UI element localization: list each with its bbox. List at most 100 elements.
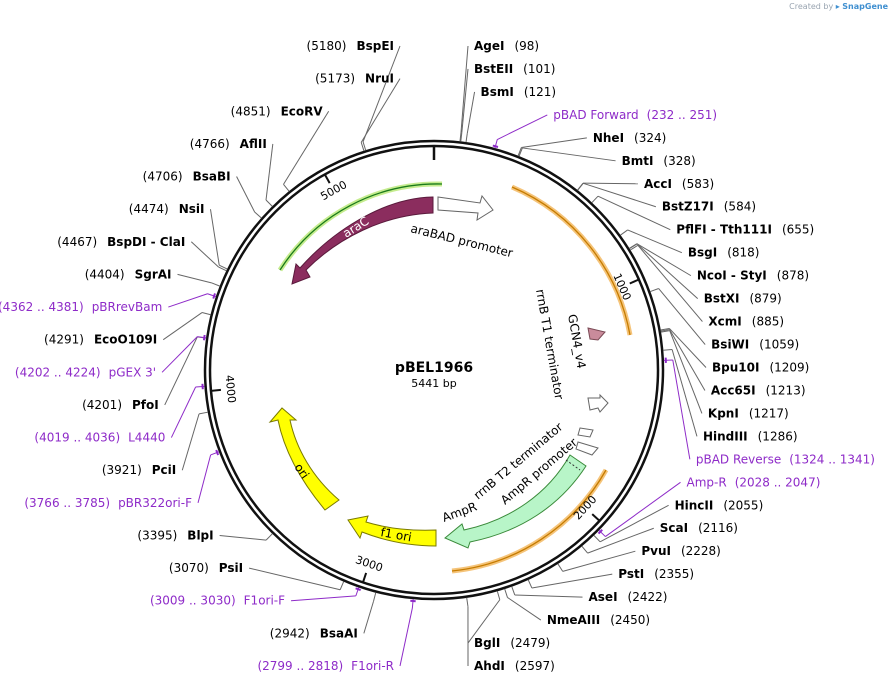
site-label: (4201)PfoI <box>82 398 159 412</box>
primer-mark <box>202 334 206 341</box>
site-name: AccI <box>644 177 672 191</box>
site-name: BspDI - ClaI <box>107 235 185 249</box>
site-label: AgeI(98) <box>474 39 539 53</box>
backbone-outer-ring <box>203 139 665 601</box>
leader-line <box>672 359 691 460</box>
leader-stub <box>265 199 273 207</box>
site-label: BsiWI(1059) <box>711 338 799 352</box>
primer-name: pBR322ori-F <box>118 496 192 510</box>
leader-line <box>466 91 476 134</box>
site-position: (2597) <box>515 659 555 673</box>
site-position: (2228) <box>681 544 721 558</box>
leader-line <box>531 573 613 589</box>
site-name: AgeI <box>474 39 504 53</box>
leader-line <box>362 45 401 142</box>
label-leader-lines <box>161 45 707 667</box>
leader-stub <box>360 142 365 152</box>
leader-stub <box>219 264 228 270</box>
leader-stub <box>466 597 469 607</box>
leader-stub <box>660 327 670 331</box>
site-name: BsaBI <box>193 170 231 184</box>
site-position: (878) <box>777 269 809 283</box>
site-position: (4851) <box>231 104 271 118</box>
site-label: AhdI(2597) <box>474 659 555 673</box>
leader-line <box>399 607 413 667</box>
leader-stub <box>218 266 227 272</box>
site-position: (121) <box>524 85 556 99</box>
site-name: XcmI <box>708 315 741 329</box>
site-position: (1213) <box>766 383 806 397</box>
site-position: (2450) <box>610 613 650 627</box>
primer-name: L4440 <box>128 431 165 445</box>
site-position: (2422) <box>628 590 668 604</box>
site-position: (1209) <box>769 360 809 374</box>
site-name: BsaAI <box>320 626 358 640</box>
leader-line <box>507 597 542 621</box>
site-name: NheI <box>593 131 624 145</box>
primer-mark <box>215 449 220 456</box>
restriction-sites: AgeI(98)BstEII(101)BsmI(121)NheI(324)Bmt… <box>44 39 814 673</box>
site-name: Acc65I <box>711 383 756 397</box>
leader-stub <box>517 147 522 157</box>
site-name: BspEI <box>356 39 394 53</box>
leader-line <box>164 336 198 406</box>
snapgene-logo-icon: ▸ <box>835 2 840 11</box>
site-name: BsmI <box>481 85 514 99</box>
leader-stub <box>593 535 601 543</box>
orf-arc-green-line <box>279 183 443 271</box>
leader-stub <box>465 133 468 143</box>
site-name: PvuI <box>641 544 671 558</box>
site-label: XcmI (885) <box>708 315 784 329</box>
site-position: (4291) <box>44 333 84 347</box>
site-name: BstEII <box>474 62 513 76</box>
feature-label-rrnB-T1: rrnB T1 terminator <box>533 288 566 400</box>
leader-line <box>360 78 401 143</box>
leader-stub <box>339 581 345 590</box>
primer-range: (4202 .. 4224) <box>15 365 101 379</box>
leader-stub <box>629 243 638 250</box>
leader-line <box>562 550 636 572</box>
site-position: (2942) <box>270 626 310 640</box>
leader-line <box>162 312 203 341</box>
site-position: (583) <box>682 177 714 191</box>
primer-label: pBAD Reverse(1324 .. 1341) <box>696 452 875 466</box>
feature-label-araBAD-promoter: araBAD promoter <box>409 221 514 260</box>
site-label: BmtI(328) <box>622 154 696 168</box>
primer-mark <box>597 529 603 535</box>
site-name: HincII <box>675 498 714 512</box>
site-position: (885) <box>752 315 784 329</box>
leader-stub <box>198 411 208 415</box>
leader-line <box>219 534 267 541</box>
primer-label: (4202 .. 4224) pGEX 3' <box>15 365 156 379</box>
primer-range: (2028 .. 2047) <box>735 475 821 489</box>
leader-stub <box>650 288 659 293</box>
leader-stub <box>496 590 501 600</box>
site-name: PstI <box>618 567 644 581</box>
site-name: NmeAIII <box>547 613 600 627</box>
leader-line <box>161 336 198 373</box>
primer-name: pBAD Forward <box>553 108 638 122</box>
site-position: (3070) <box>169 561 209 575</box>
site-name: PflFI - Tth111I <box>676 223 772 237</box>
site-name: PsiI <box>219 561 243 575</box>
primer-label: (4019 .. 4036)L4440 <box>34 431 165 445</box>
ruler-tick <box>210 388 222 392</box>
feature-araC <box>291 196 434 285</box>
primer-label: Amp-R(2028 .. 2047) <box>687 475 821 489</box>
leader-stub <box>527 579 533 589</box>
primer-name: pGEX 3' <box>109 365 156 379</box>
ruler-tick <box>323 173 331 184</box>
orf-arc-top-line <box>511 186 631 336</box>
leader-line <box>283 111 330 185</box>
leader-line <box>522 147 616 162</box>
leader-stub <box>660 329 670 332</box>
site-name: AseI <box>589 590 618 604</box>
feature-AmpR <box>444 454 587 549</box>
leader-stub <box>557 563 564 572</box>
site-position: (101) <box>523 62 555 76</box>
site-position: (4404) <box>85 267 125 281</box>
leader-line <box>636 243 692 277</box>
site-name: ScaI <box>660 521 688 535</box>
site-label: KpnI(1217) <box>708 406 789 420</box>
feature-label-f1-ori: f1 ori <box>379 525 412 544</box>
